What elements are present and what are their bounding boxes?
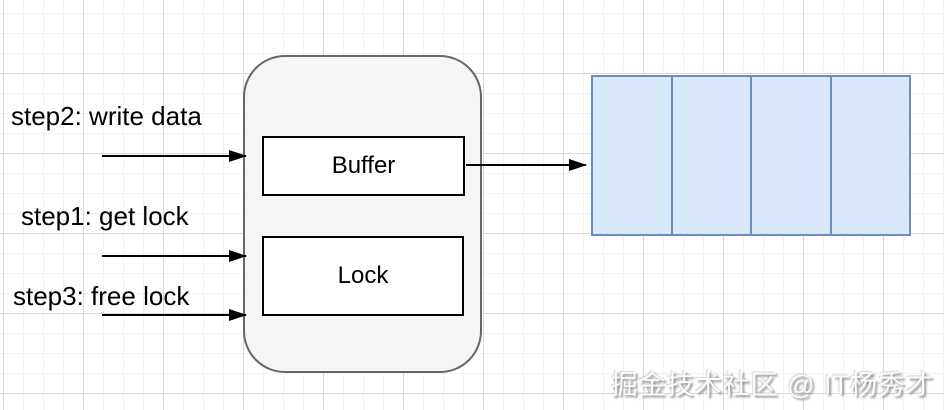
memory-cell-2 (672, 77, 752, 234)
memory-cell-3 (752, 77, 832, 234)
watermark-text: 掘金技术社区 @ IT杨秀才 (610, 370, 934, 400)
buffer-box: Buffer (262, 136, 465, 196)
buffer-box-label: Buffer (331, 152, 396, 179)
lock-box: Lock (262, 236, 464, 316)
label-step1-get-lock: step1: get lock (21, 201, 189, 231)
buffer-lock-container (243, 55, 482, 373)
memory-segment-array (591, 75, 911, 236)
label-step3-free-lock: step3: free lock (13, 281, 190, 311)
memory-cell-1 (593, 77, 673, 234)
lock-box-label: Lock (337, 262, 389, 289)
memory-cell-4 (831, 77, 909, 234)
label-step2-write-data: step2: write data (11, 101, 202, 131)
